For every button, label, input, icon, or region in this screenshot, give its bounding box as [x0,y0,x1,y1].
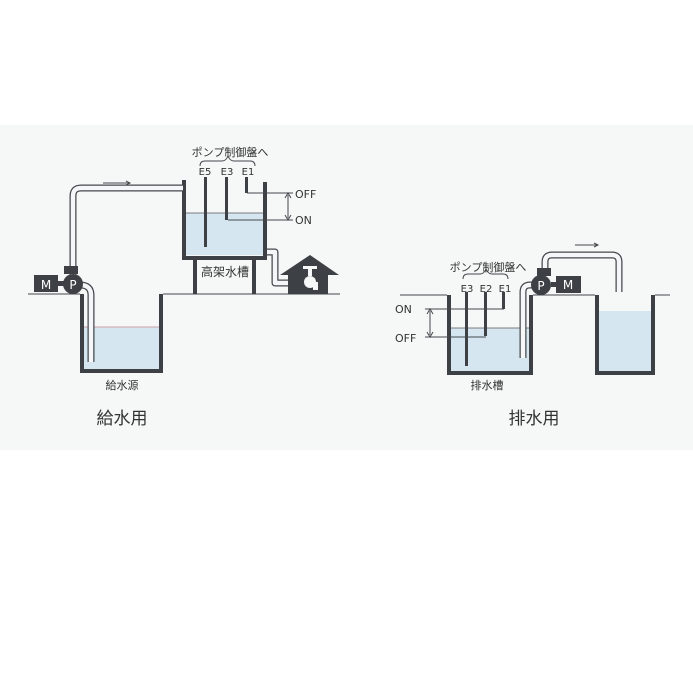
stand-leg [193,260,197,294]
electrode-e3 [465,292,468,366]
supply-diagram: M P ポンプ制御盤へ E5 E3 E1 OFF ON 高架水槽 給水源 給水用 [28,145,340,429]
shaft-coupling [551,282,556,287]
source-tank [80,294,163,373]
diagram-panel [0,125,693,450]
faucet-stem-icon [308,266,312,276]
outlet-pipe-inner [267,249,295,286]
tank-floor [595,371,655,375]
water [599,311,651,371]
tank-wall [651,295,655,375]
electrode-label: E1 [499,284,512,295]
supply-pump: M P [34,266,83,294]
tank-wall [182,180,186,260]
motor-icon [34,275,58,292]
drain-diagram: P M ポンプ制御盤へ E3 E2 E1 ON OFF 排水槽 排水用 [395,242,670,429]
pump-label: P [69,278,76,292]
tank-wall [595,295,599,375]
control-panel-label: ポンプ制御盤へ [450,260,527,274]
control-panel-label: ポンプ制御盤へ [192,145,269,159]
electrode-label: E1 [242,167,255,178]
arrowhead-icon [284,192,292,221]
brace [199,154,256,167]
discharge-pipe-inner [542,252,622,292]
electrode-e1 [502,292,505,309]
water [451,328,529,371]
brace [462,267,509,280]
pump-outlet [537,268,551,276]
flow-arrow-icon [575,242,600,248]
elevated-tank-label: 高架水槽 [201,264,249,279]
drain-tank-label: 排水槽 [471,378,504,392]
house-roof [280,255,339,275]
drain-title: 排水用 [509,409,560,429]
tank-floor [447,371,533,375]
shaft-coupling [58,281,64,286]
tank-wall [263,182,267,260]
electrode-e3 [225,177,228,220]
tank-floor [182,256,267,260]
electrode-label: E5 [199,167,212,178]
stand-leg [252,260,256,294]
drain-pump: P M [531,268,581,295]
on-label: ON [395,303,412,316]
water [84,327,159,369]
pump-outlet [64,266,78,274]
pump-label: P [537,279,544,293]
pump-icon [63,274,83,294]
tank-wall [529,295,533,375]
pump-icon [531,275,551,295]
electrode-e5 [204,177,207,247]
arrowhead-icon [426,308,434,338]
discharge-tank [595,295,655,375]
drain-tank [447,295,533,375]
source-label: 給水源 [106,378,139,392]
suction-pipe-inner [520,282,534,358]
supply-title: 給水用 [97,409,148,429]
electrode-label: E2 [480,284,493,295]
tank-wall [80,294,84,372]
off-label: OFF [395,332,416,345]
off-label: OFF [295,188,316,201]
electrode-e1 [245,177,248,193]
house-faucet-icon [280,255,339,294]
on-label: ON [295,214,312,227]
electrode-label: E3 [221,167,234,178]
water [186,213,263,255]
discharge-pipe-inner [70,185,183,278]
electrode-label: E3 [461,284,474,295]
motor-label: M [41,278,51,292]
flow-arrow-icon [103,180,132,186]
motor-label: M [563,278,573,292]
tank-floor [80,369,163,373]
electrode-e2 [484,292,487,336]
faucet-spout-icon [313,282,318,290]
motor-icon [556,276,581,293]
tank-wall [159,294,163,372]
tank-wall [447,295,451,375]
